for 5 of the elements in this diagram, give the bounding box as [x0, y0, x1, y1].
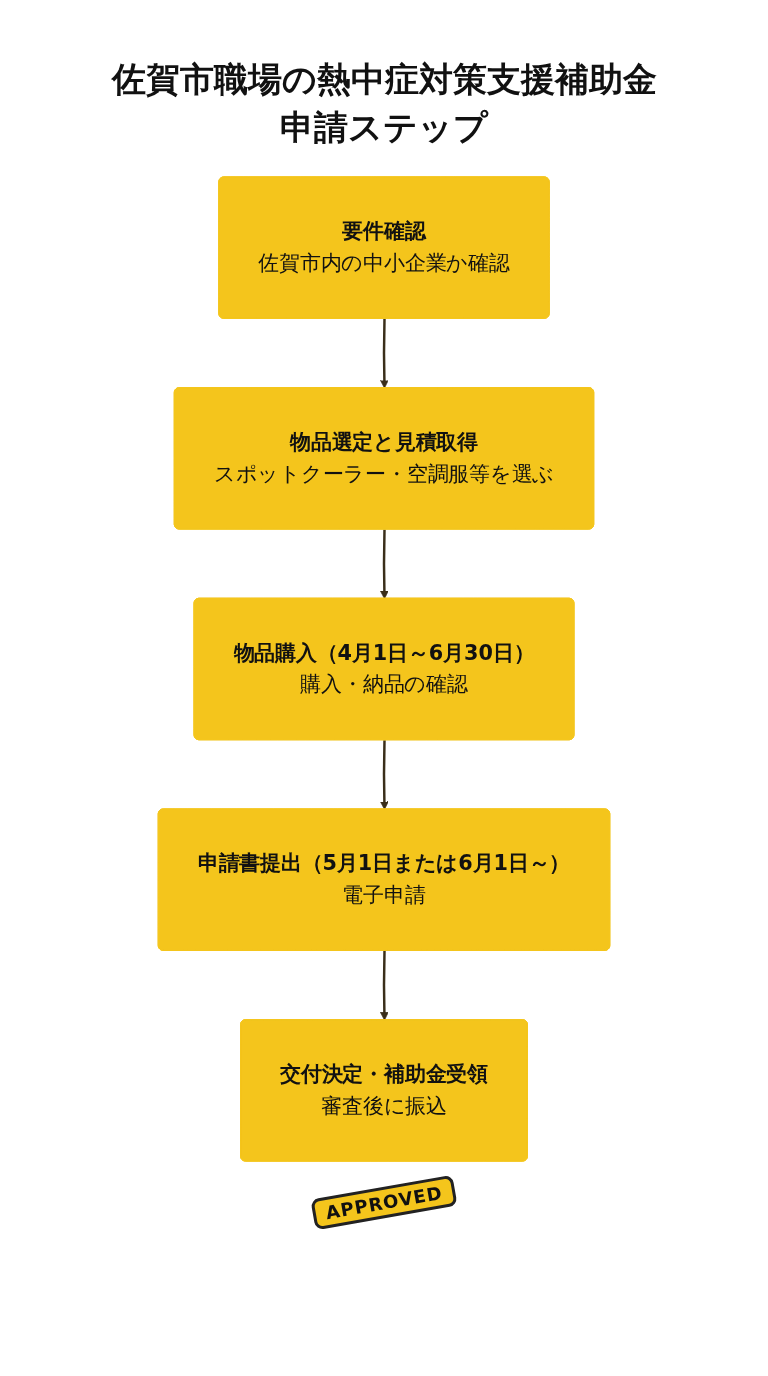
arrow	[380, 951, 389, 1021]
arrow	[380, 529, 389, 600]
arrow	[380, 740, 389, 811]
arrow	[380, 319, 389, 389]
title: 佐賀市職場の熱中症対策支援補助金申請ステップ	[110, 58, 658, 149]
